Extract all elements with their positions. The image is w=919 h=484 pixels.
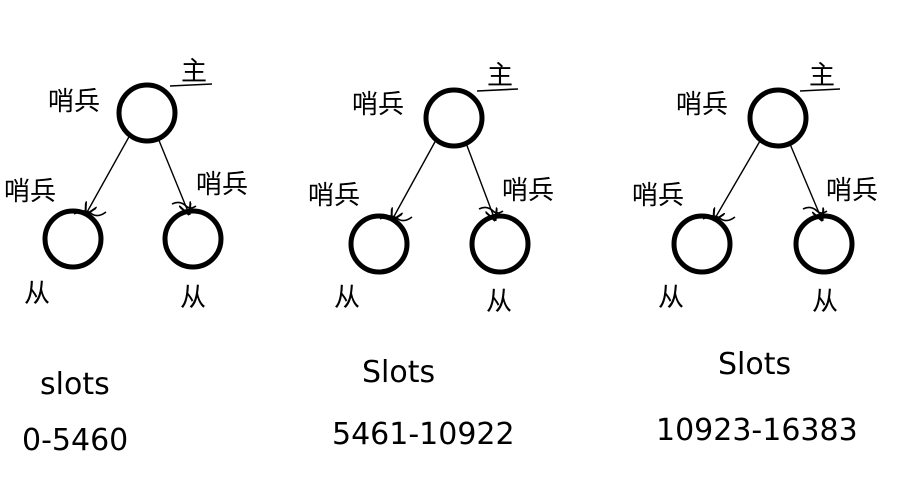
master-circle — [116, 82, 178, 144]
slave-circle — [348, 213, 410, 275]
master-circle — [423, 87, 485, 149]
slave-node-right: 哨兵 从 — [469, 176, 554, 317]
master-node: 主 哨兵 — [48, 57, 213, 144]
master-sentinel-label: 哨兵 — [676, 90, 728, 120]
master-role-label: 主 — [809, 61, 835, 91]
sentinel-squiggle — [802, 206, 828, 214]
slave-role-label: 从 — [180, 283, 206, 313]
replication-arrow-right — [789, 143, 822, 220]
replication-arrow-left — [392, 139, 437, 220]
master-role-underline — [476, 88, 519, 92]
cluster-2: 主 哨兵 哨兵 从 哨兵 从 Slots 5461-10922 — [308, 61, 554, 452]
slave-role-label: 从 — [658, 283, 684, 313]
slave-role-label: 从 — [486, 287, 512, 317]
slots-range: 0-5460 — [22, 423, 128, 458]
master-role-underline — [799, 88, 841, 92]
master-node: 主 哨兵 — [676, 61, 841, 149]
sentinel-squiggle — [702, 215, 736, 222]
master-circle — [747, 87, 809, 149]
replication-arrow-right — [465, 142, 495, 220]
slave-role-label: 从 — [812, 287, 838, 317]
master-role-label: 主 — [181, 57, 207, 87]
slots-label: Slots — [718, 347, 791, 382]
slave-node-right: 哨兵 从 — [162, 170, 248, 313]
sentinel-squiggle — [478, 206, 504, 214]
slots-range: 10923-16383 — [656, 413, 858, 448]
slave-node-right: 哨兵 从 — [793, 176, 878, 317]
slave-sentinel-label: 哨兵 — [196, 170, 248, 200]
master-sentinel-label: 哨兵 — [48, 87, 100, 117]
sentinel-squiggle — [73, 210, 107, 217]
slave-circle — [162, 208, 224, 270]
slave-sentinel-label: 哨兵 — [632, 181, 684, 211]
slave-circle — [469, 213, 531, 275]
slots-range: 5461-10922 — [332, 417, 515, 452]
slave-circle — [793, 213, 855, 275]
sentinel-squiggle — [379, 215, 413, 222]
slave-sentinel-label: 哨兵 — [502, 176, 554, 206]
master-sentinel-label: 哨兵 — [352, 90, 404, 120]
master-role-label: 主 — [487, 61, 513, 91]
cluster-3: 主 哨兵 哨兵 从 哨兵 从 Slots 10923-16383 — [632, 61, 878, 448]
slave-sentinel-label: 哨兵 — [4, 177, 56, 207]
sentinel-squiggle — [171, 201, 197, 209]
slave-node-left: 哨兵 从 — [632, 181, 736, 313]
master-role-underline — [169, 83, 213, 87]
slave-role-label: 从 — [24, 279, 50, 309]
slave-sentinel-label: 哨兵 — [826, 176, 878, 206]
slave-node-left: 哨兵 从 — [308, 181, 413, 313]
slave-circle — [42, 208, 104, 270]
slave-sentinel-label: 哨兵 — [308, 181, 360, 211]
master-node: 主 哨兵 — [352, 61, 519, 149]
slots-label: slots — [40, 367, 110, 402]
slave-circle — [671, 213, 733, 275]
slave-role-label: 从 — [334, 283, 360, 313]
replication-arrow-right — [157, 137, 189, 214]
slots-label: Slots — [362, 355, 435, 390]
slave-node-left: 哨兵 从 — [4, 177, 107, 309]
replication-arrow-left — [714, 140, 761, 220]
cluster-1: 主 哨兵 哨兵 从 哨兵 从 slots 0-5460 — [4, 57, 248, 458]
replication-arrow-left — [86, 134, 131, 214]
